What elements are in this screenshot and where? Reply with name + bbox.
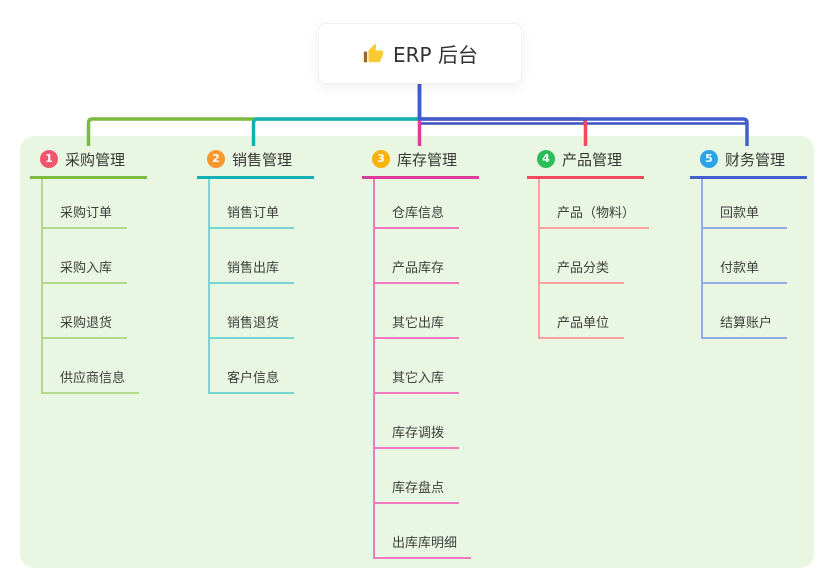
branch-node[interactable]: 1 采购管理 [30,148,147,179]
child-label: 销售订单 [227,206,280,221]
branch-node[interactable]: 3 库存管理 [362,148,479,179]
branch-children: 仓库信息产品库存其它出库其它入库库存调拨库存盘点出库库明细 [373,179,472,559]
child-label: 付款单 [720,261,760,276]
branch-number-badge: 4 [537,150,555,168]
child-node[interactable]: 客户信息 [210,339,294,394]
child-label: 产品（物料） [557,206,636,221]
child-label: 其它出库 [392,316,445,331]
branch-node[interactable]: 4 产品管理 [527,148,644,179]
branch-label: 财务管理 [725,150,786,169]
child-node[interactable]: 产品单位 [540,284,624,339]
mindmap-panel [20,136,814,568]
branch-children: 采购订单采购入库采购退货供应商信息 [41,179,140,394]
child-node[interactable]: 结算账户 [703,284,787,339]
child-label: 库存盘点 [392,481,445,496]
branch-1: 1 采购管理采购订单采购入库采购退货供应商信息 [30,148,147,394]
branch-number-badge: 3 [372,150,390,168]
branch-children: 回款单付款单结算账户 [701,179,787,339]
child-label: 采购退货 [60,316,113,331]
child-node[interactable]: 销售订单 [210,179,294,229]
child-label: 销售出库 [227,261,280,276]
child-node[interactable]: 采购订单 [43,179,127,229]
child-label: 回款单 [720,206,760,221]
child-node[interactable]: 销售退货 [210,284,294,339]
branch-4: 4 产品管理产品（物料） 产品分类产品单位 [527,148,650,339]
child-label: 产品分类 [557,261,610,276]
child-label: 结算账户 [720,316,773,331]
branch-number-badge: 2 [207,150,225,168]
child-node[interactable]: 出库库明细 [375,504,472,559]
child-label: 出库库明细 [392,536,458,551]
child-node[interactable]: 采购入库 [43,229,127,284]
branch-3: 3 库存管理仓库信息产品库存其它出库其它入库库存调拨库存盘点出库库明细 [362,148,479,559]
child-node[interactable]: 产品分类 [540,229,624,284]
child-label: 销售退货 [227,316,280,331]
child-label: 产品库存 [392,261,445,276]
root-label: ERP 后台 [393,43,478,67]
child-node[interactable]: 销售出库 [210,229,294,284]
child-node[interactable]: 产品（物料） [540,179,650,229]
child-node[interactable]: 其它出库 [375,284,459,339]
branch-label: 采购管理 [65,150,126,169]
child-label: 仓库信息 [392,206,445,221]
child-label: 供应商信息 [60,371,126,386]
branch-5: 5 财务管理回款单付款单结算账户 [690,148,807,339]
branch-label: 库存管理 [397,150,458,169]
child-node[interactable]: 产品库存 [375,229,459,284]
child-node[interactable]: 付款单 [703,229,787,284]
child-node[interactable]: 仓库信息 [375,179,459,229]
child-node[interactable]: 采购退货 [43,284,127,339]
branch-number-badge: 5 [700,150,718,168]
branch-label: 产品管理 [562,150,623,169]
child-label: 产品单位 [557,316,610,331]
child-node[interactable]: 供应商信息 [43,339,140,394]
connector-secondary-line [418,120,747,125]
child-node[interactable]: 库存调拨 [375,394,459,449]
child-node[interactable]: 回款单 [703,179,787,229]
child-label: 采购入库 [60,261,113,276]
branch-2: 2 销售管理销售订单销售出库销售退货客户信息 [197,148,314,394]
child-label: 其它入库 [392,371,445,386]
child-label: 库存调拨 [392,426,445,441]
branch-node[interactable]: 2 销售管理 [197,148,314,179]
child-node[interactable]: 库存盘点 [375,449,459,504]
child-label: 客户信息 [227,371,280,386]
branch-number-badge: 1 [40,150,58,168]
branch-label: 销售管理 [232,150,293,169]
thumbs-up-icon [363,43,384,62]
branch-children: 产品（物料） 产品分类产品单位 [538,179,650,339]
branch-children: 销售订单销售出库销售退货客户信息 [208,179,294,394]
branch-node[interactable]: 5 财务管理 [690,148,807,179]
child-label: 采购订单 [60,206,113,221]
child-node[interactable]: 其它入库 [375,339,459,394]
root-node[interactable]: ERP 后台 [318,23,522,84]
